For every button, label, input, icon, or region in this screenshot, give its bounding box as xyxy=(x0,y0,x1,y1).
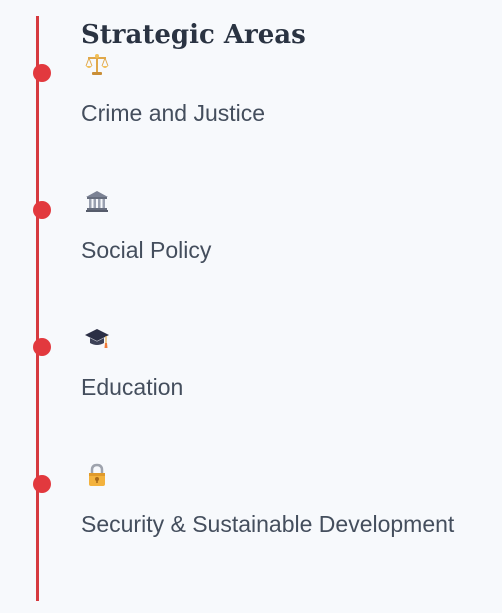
scales-icon xyxy=(85,54,109,75)
timeline-dot xyxy=(33,475,51,493)
area-item-crime-justice: Crime and Justice xyxy=(0,54,502,154)
area-label: Social Policy xyxy=(81,237,212,263)
area-item-education: Education xyxy=(0,329,502,428)
page-title: Strategic Areas xyxy=(81,20,306,50)
area-label: Crime and Justice xyxy=(81,100,266,126)
timeline-line xyxy=(36,16,39,601)
graduation-cap-icon xyxy=(85,329,109,348)
lock-icon xyxy=(89,463,105,486)
area-item-security: Security & Sustainable Development xyxy=(0,463,502,565)
area-label: Education xyxy=(81,374,184,400)
timeline-dot xyxy=(33,201,51,219)
government-building-icon xyxy=(86,191,108,212)
timeline-dot xyxy=(33,64,51,82)
area-label: Security & Sustainable Development xyxy=(81,511,455,537)
area-item-social-policy: Social Policy xyxy=(0,191,502,291)
timeline-dot xyxy=(33,338,51,356)
